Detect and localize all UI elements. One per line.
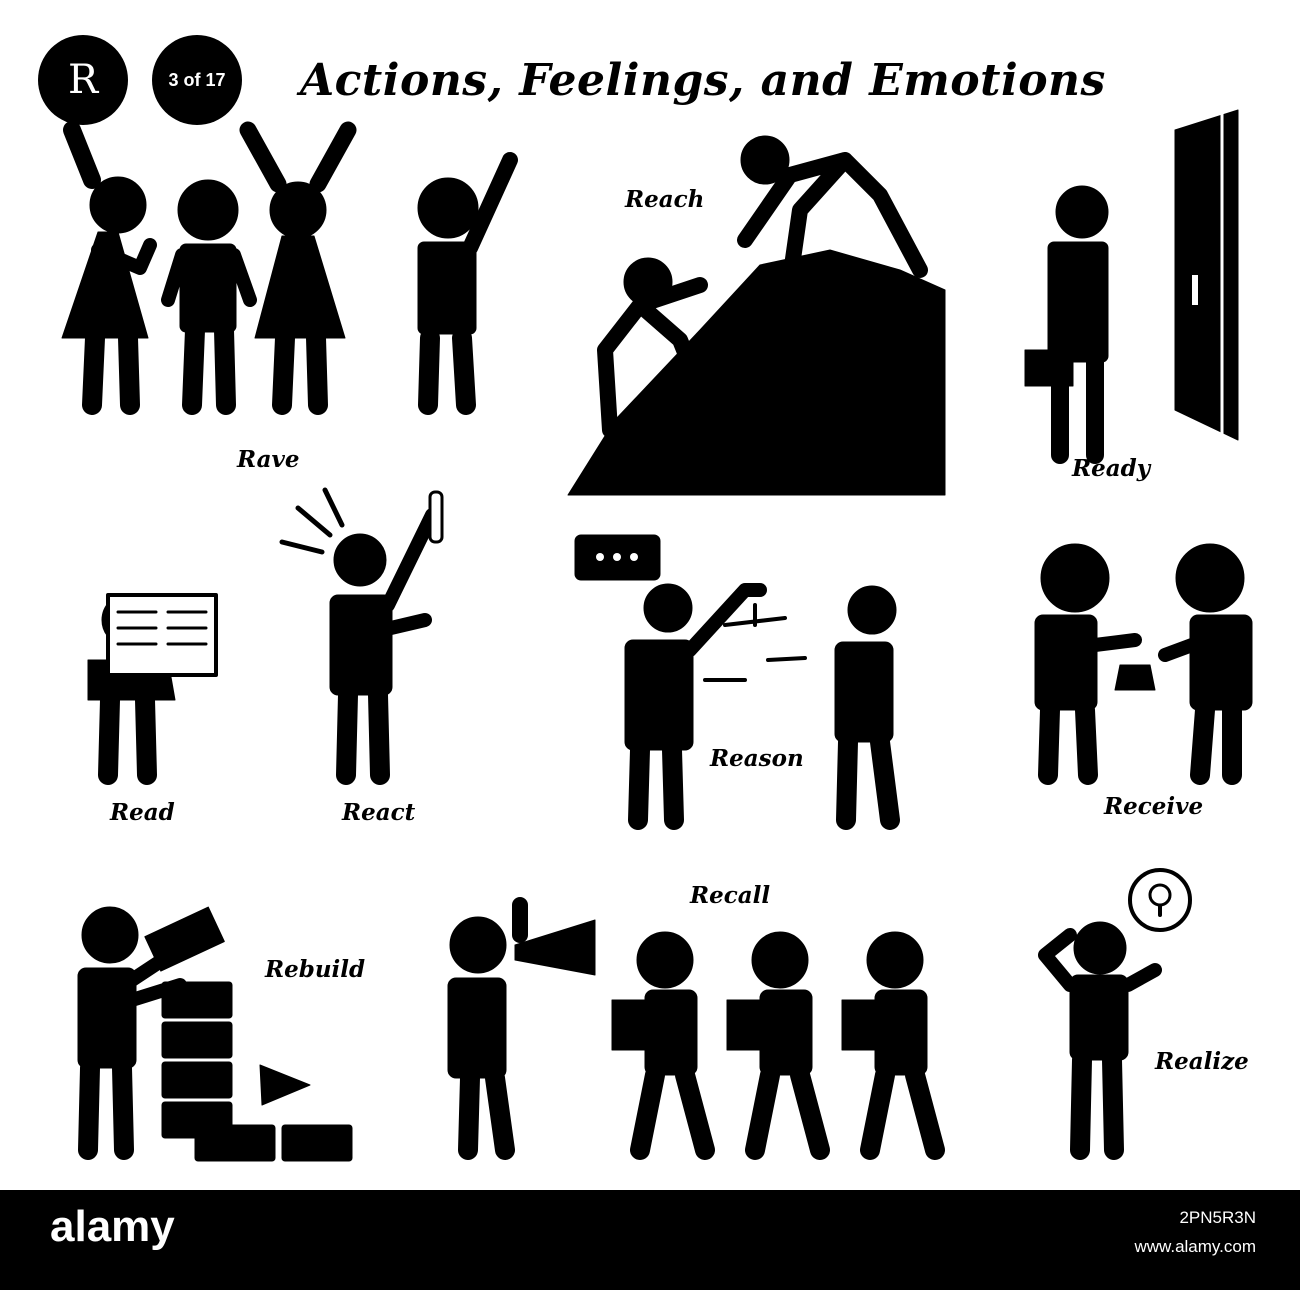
badge-letter-text: R [67, 57, 99, 103]
recall-box-carriers-icon [611, 931, 945, 1160]
label-receive: Receive [1104, 793, 1204, 820]
page-count-badge: 3 of 17 [152, 35, 242, 125]
brand-logo: alamy [50, 1202, 175, 1251]
reason-scales-icon [574, 534, 900, 830]
receive-handover-icon [1034, 543, 1253, 785]
react-scientist-icon [279, 487, 444, 785]
label-realize: Realize [1155, 1048, 1249, 1075]
page-title: Actions, Feelings, and Emotions [300, 55, 1106, 106]
reach-climbers-icon [567, 135, 946, 496]
label-rebuild: Rebuild [265, 956, 366, 983]
label-rave: Rave [237, 446, 300, 473]
rave-figures-icon [61, 121, 518, 415]
recall-megaphone-icon [447, 897, 596, 1160]
read-newspaper-icon [87, 593, 218, 785]
site-url: www.alamy.com [1134, 1236, 1256, 1256]
image-id: 2PN5R3N [1179, 1208, 1256, 1227]
letter-badge: R [38, 35, 128, 125]
watermark-bar: alamy 2PN5R3N www.alamy.com [0, 1190, 1300, 1290]
realize-lightbulb-icon [1038, 868, 1192, 1160]
label-reason: Reason [710, 745, 804, 772]
label-react: React [342, 799, 416, 826]
label-read: Read [110, 799, 175, 826]
badge-count-text: 3 of 17 [168, 69, 226, 90]
image-credit: 2PN5R3N www.alamy.com [1134, 1204, 1256, 1262]
label-ready: Ready [1072, 455, 1151, 482]
rebuild-blocks-icon [77, 906, 353, 1162]
ready-businessman-icon [1024, 108, 1239, 464]
label-reach: Reach [625, 186, 705, 213]
label-recall: Recall [690, 882, 771, 909]
